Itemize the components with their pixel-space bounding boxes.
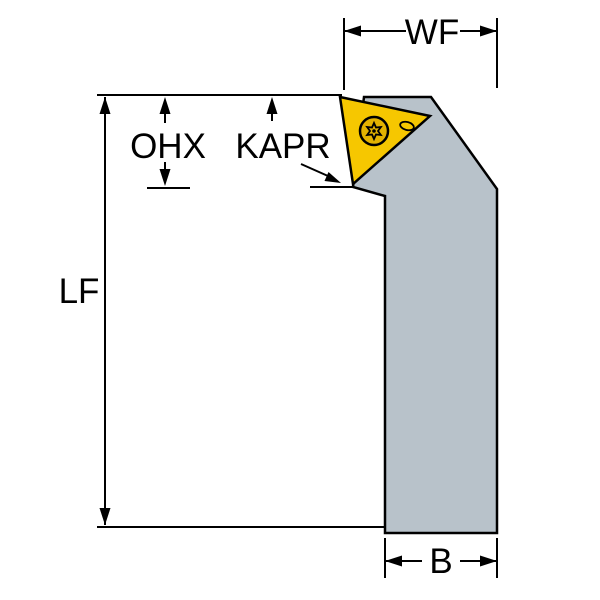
b-dimension: B <box>384 538 498 581</box>
kapr-leader-line <box>300 163 329 177</box>
lf-dimension: LF <box>59 94 384 528</box>
lf-arrow-up-icon <box>99 97 111 114</box>
b-arrow-right-icon <box>480 555 497 567</box>
ohx-arrow-down-icon <box>159 169 171 186</box>
kapr-leader-arrow-icon <box>324 172 341 183</box>
lf-label: LF <box>59 272 100 311</box>
ohx-label: OHX <box>130 127 206 166</box>
b-label: B <box>429 542 452 581</box>
tool-holder-body <box>351 95 499 535</box>
screw-center-dot <box>372 129 376 133</box>
wf-arrow-left-icon <box>344 25 361 37</box>
wf-arrow-right-icon <box>480 25 497 37</box>
wf-label: WF <box>405 13 459 52</box>
ohx-dimension: OHX <box>130 97 206 189</box>
insert-screw <box>358 115 390 147</box>
kapr-label: KAPR <box>235 127 330 166</box>
kapr-arrow-up-icon <box>266 97 278 114</box>
kapr-annotation: KAPR <box>235 97 352 188</box>
ohx-arrow-up-icon <box>159 97 171 114</box>
torx-socket-icon <box>365 120 383 142</box>
b-arrow-left-icon <box>385 555 402 567</box>
lf-arrow-down-icon <box>99 508 111 525</box>
wf-dimension: WF <box>343 13 498 90</box>
locator-pin <box>399 120 415 132</box>
